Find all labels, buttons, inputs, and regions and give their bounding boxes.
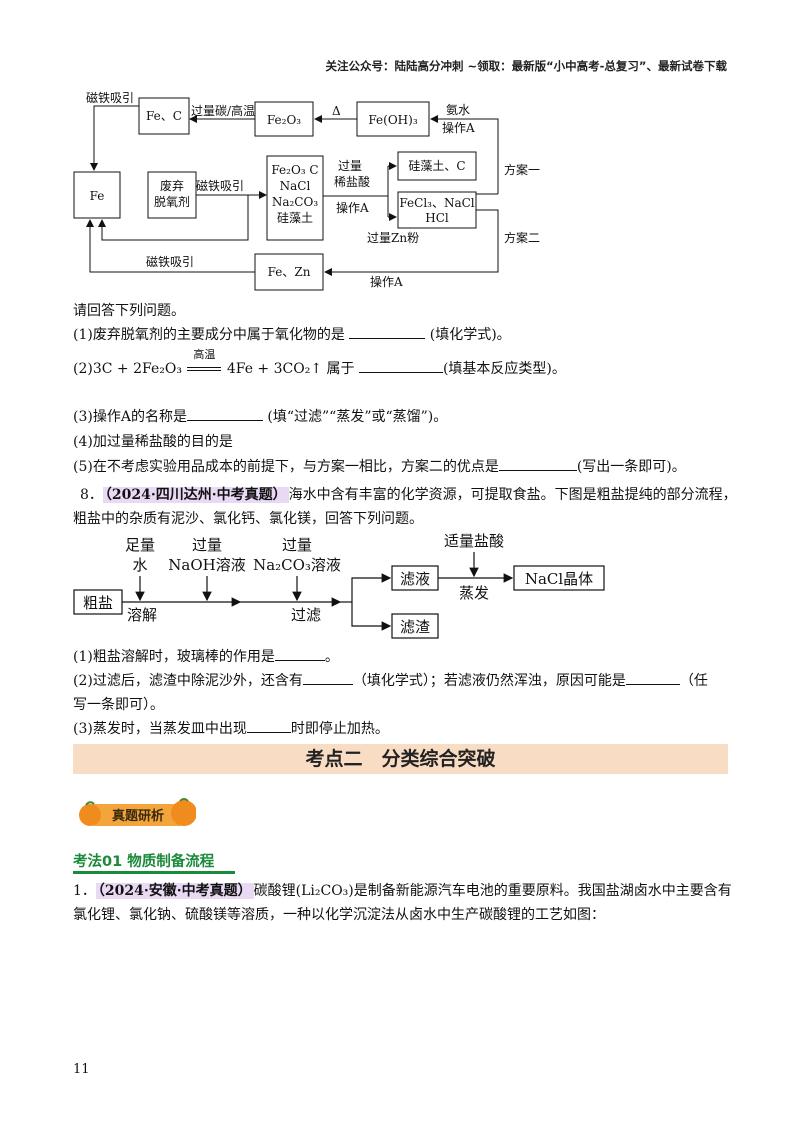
- label-mix-2: NaCl: [280, 179, 311, 193]
- box-residue: [391, 613, 439, 639]
- equation-left: 3C + 2Fe₂O₃: [92, 361, 182, 377]
- section-underline: [73, 871, 235, 874]
- label-fe: Fe: [90, 189, 105, 203]
- q7-intro: 请回答下列问题。: [73, 303, 185, 319]
- answer-blank[interactable]: [274, 646, 325, 661]
- source-tag: （2024·安徽·中考真题）: [95, 883, 254, 899]
- q8-line-2: 粗盐中的杂质有泥沙、氯化钙、氯化镁，回答下列问题。: [73, 511, 423, 527]
- label-deoxidizer-1: 废弃: [160, 178, 184, 193]
- iron-recovery-flowchart: Fe、C Fe₂O₃ Fe(OH)₃ Fe 废弃 脱氧剂 Fe₂O₃ C NaC…: [73, 90, 540, 291]
- label-plan-1: 方案一: [504, 162, 540, 177]
- answer-blank[interactable]: [625, 670, 680, 685]
- answer-blank[interactable]: [246, 718, 291, 733]
- source-tag: （2024·四川达州·中考真题）: [102, 487, 289, 503]
- label-mix-3: Na₂CO₃: [272, 195, 318, 209]
- label-enough: 足量: [125, 536, 155, 554]
- label-fe-zn: Fe、Zn: [268, 265, 311, 279]
- label-evaporate: 蒸发: [459, 584, 489, 602]
- box-fe: [73, 171, 121, 219]
- q1-line-2: 氯化锂、氯化钠、硫酸镁等溶质，一种以化学沉淀法从卤水中生产碳酸锂的工艺如图：: [73, 907, 605, 923]
- label-excess-1: 过量: [192, 536, 222, 554]
- answer-blank[interactable]: [498, 456, 577, 471]
- answer-blank[interactable]: [302, 670, 353, 685]
- q8-part-1: (1)粗盐溶解时，玻璃棒的作用是。: [73, 646, 339, 668]
- page-number: 11: [73, 1062, 90, 1077]
- q7-part-5: (5)在不考虑实验用品成本的前提下，与方案一相比，方案二的优点是(写出一条即可)…: [73, 456, 686, 478]
- q8-part-2: (2)过滤后，滤渣中除泥沙外，还含有（填化学式）；若滤液仍然浑浊，原因可能是（任: [73, 670, 708, 692]
- label-excess-2: 过量: [282, 536, 312, 554]
- q1-line-1: 1．（2024·安徽·中考真题）碳酸锂(Li₂CO₃)是制备新能源汽车电池的重要…: [73, 883, 732, 899]
- label-op-a-bottom: 操作A: [370, 274, 403, 289]
- label-excess-zn: 过量Zn粉: [367, 231, 419, 245]
- q7-part-4: (4)加过量稀盐酸的目的是: [73, 434, 233, 450]
- label-op-a-mid: 操作A: [336, 200, 369, 215]
- label-magnet-bottom: 磁铁吸引: [146, 254, 194, 269]
- answer-blank[interactable]: [358, 358, 443, 373]
- q7-part-2: (2)3C + 2Fe₂O₃ 高温 4Fe + 3CO₂↑ 属于 (填基本反应类…: [73, 348, 566, 380]
- label-naoh: NaOH溶液: [168, 556, 245, 574]
- label-crude-salt: 粗盐: [83, 594, 113, 612]
- label-excess-carbon: 过量碳/高温: [191, 103, 255, 118]
- box-diatomite-c: [397, 151, 477, 181]
- label-feoh3: Fe(OH)₃: [368, 113, 417, 127]
- salt-purification-flowchart: 粗盐 滤液 滤渣 NaCl晶体 足量 水 溶解 过量 NaOH溶液 过量 Na₂…: [73, 532, 605, 639]
- q8-part-2-cont: 写一条即可）。: [73, 697, 164, 713]
- label-fecl3-2: HCl: [425, 211, 449, 225]
- page-header: 关注公众号：陆陆高分冲刺 ~领取：最新版“小中高考-总复习”、最新试卷下载: [325, 59, 727, 73]
- badge-label: 真题研析: [112, 808, 164, 824]
- section-title: 考法01 物质制备流程: [73, 854, 215, 870]
- equation-right: 4Fe + 3CO₂↑: [226, 361, 323, 377]
- label-excess: 过量: [338, 159, 362, 173]
- equation-condition: 高温: [186, 348, 222, 380]
- label-fe-c: Fe、C: [146, 109, 182, 123]
- label-plan-2: 方案二: [504, 230, 540, 245]
- label-fe2o3: Fe₂O₃: [267, 113, 301, 127]
- label-deoxidizer-2: 脱氧剂: [154, 194, 190, 209]
- label-filter: 过滤: [291, 606, 321, 624]
- label-delta: Δ: [332, 104, 341, 118]
- label-residue: 滤渣: [400, 618, 430, 636]
- answer-blank[interactable]: [349, 324, 426, 339]
- label-nacl-crystal: NaCl晶体: [525, 570, 593, 588]
- label-diatomite-c: 硅藻土、C: [408, 159, 465, 173]
- answer-blank[interactable]: [186, 406, 263, 421]
- label-hcl: 适量盐酸: [444, 532, 504, 550]
- q8-line-1: 8．（2024·四川达州·中考真题）海水中含有丰富的化学资源，可提取食盐。下图是…: [80, 487, 737, 503]
- q8-part-3: (3)蒸发时，当蒸发皿中出现时即停止加热。: [73, 718, 389, 740]
- q7-part-1: (1)废弃脱氧剂的主要成分中属于氧化物的是 (填化学式)。: [73, 324, 511, 346]
- label-magnet-mid: 磁铁吸引: [196, 178, 244, 193]
- label-mix-4: 硅藻土: [277, 211, 313, 225]
- label-filtrate: 滤液: [400, 570, 430, 588]
- label-ammonia: 氨水: [446, 103, 470, 117]
- label-mix-1: Fe₂O₃ C: [271, 163, 318, 177]
- label-magnet-top: 磁铁吸引: [86, 90, 134, 105]
- section-banner: 考点二 分类综合突破: [73, 744, 728, 774]
- label-dissolve: 溶解: [127, 606, 157, 624]
- label-dilute-hcl: 稀盐酸: [334, 174, 370, 189]
- badge-zhenti-yanxi: 真题研析: [79, 798, 196, 826]
- label-na2co3: Na₂CO₃溶液: [253, 556, 341, 574]
- label-op-a-top: 操作A: [442, 120, 475, 135]
- q7-part-3: (3)操作A的名称是 (填“过滤”“蒸发”或“蒸馏”)。: [73, 406, 447, 428]
- box-mixture: [266, 155, 324, 241]
- label-water: 水: [132, 556, 147, 574]
- label-fecl3-1: FeCl₃、NaCl: [399, 196, 474, 210]
- box-nacl-crystal: [513, 565, 605, 591]
